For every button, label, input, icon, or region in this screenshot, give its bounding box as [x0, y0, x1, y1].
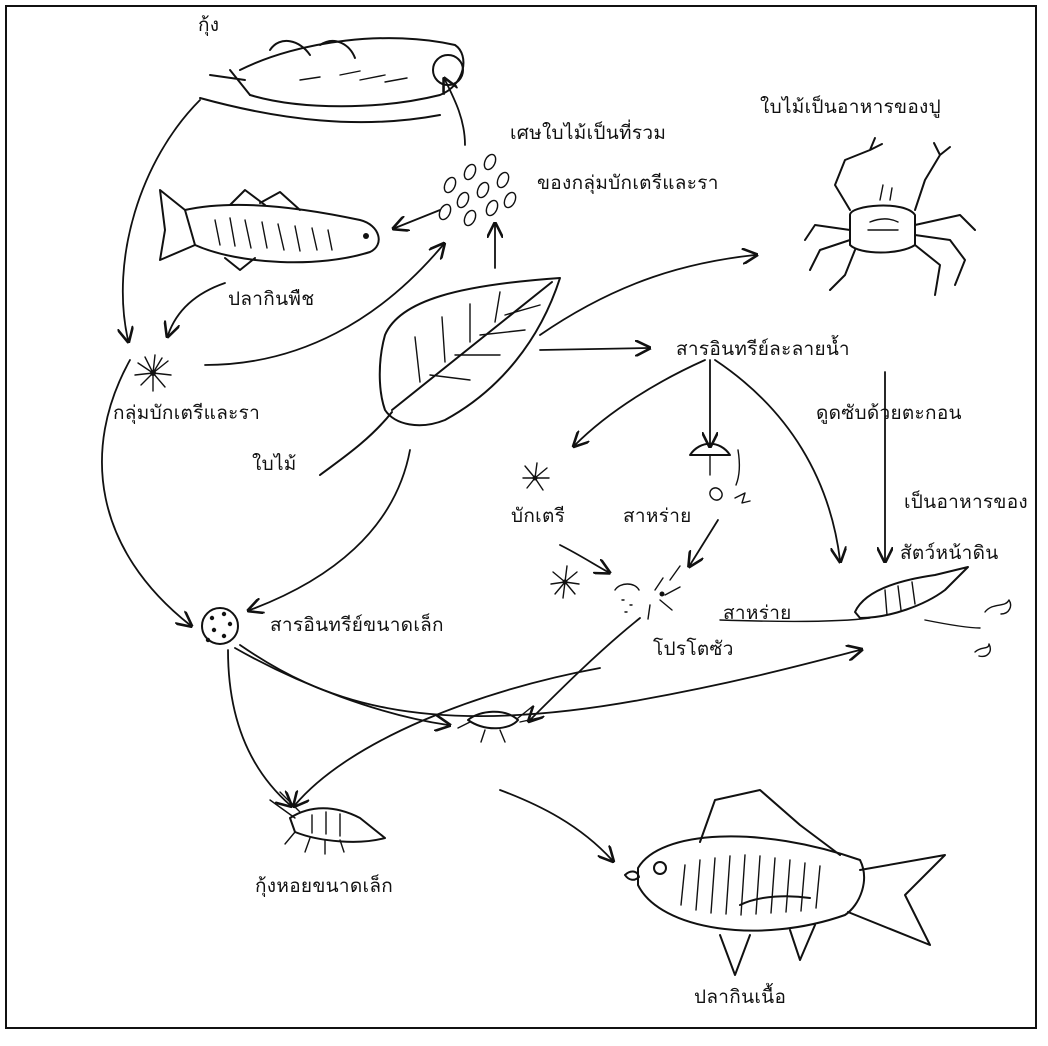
label-bacteria: บักเตรี — [511, 507, 565, 526]
label-small-shrimp-shellfish: กุ้งหอยขนาดเล็ก — [255, 877, 393, 896]
shrimp-drawing — [200, 38, 463, 122]
carnivore-fish-drawing — [625, 790, 945, 975]
leaf-litter-drawing — [437, 153, 518, 228]
label-algae-2: สาหร่าย — [723, 604, 792, 623]
bacteria-fungi-drawing — [135, 355, 171, 391]
label-protozoa: โปรโตซัว — [653, 640, 734, 659]
herbivore-fish-drawing — [160, 190, 379, 270]
label-leaf-litter: เศษใบไม้เป็นที่รวม — [510, 124, 666, 143]
small-shrimp-drawing — [270, 792, 385, 854]
label-crab-food: ใบไม้เป็นอาหารของปู — [760, 98, 941, 117]
label-food-for: เป็นอาหารของ — [904, 493, 1028, 512]
label-dissolved-organic: สารอินทรีย์ละลายน้ำ — [676, 340, 850, 359]
larva-drawing — [458, 706, 538, 742]
label-algae-1: สาหร่าย — [623, 507, 692, 526]
protozoa-drawing — [615, 566, 680, 619]
label-herbivore-fish: ปลากินพืช — [228, 290, 314, 309]
label-leaf: ใบไม้ — [252, 455, 297, 474]
crab-drawing — [805, 138, 975, 295]
label-small-organic: สารอินทรีย์ขนาดเล็ก — [270, 616, 444, 635]
small-bacteria-drawing — [523, 463, 579, 598]
arrows — [102, 80, 885, 860]
algae-drawing — [690, 444, 750, 503]
label-leaf-litter-2: ของกลุ่มบักเตรีและรา — [537, 174, 719, 193]
label-carnivore-fish: ปลากินเนื้อ — [694, 988, 786, 1007]
small-organic-drawing — [202, 608, 238, 644]
label-bacteria-fungi: กลุ่มบักเตรีและรา — [113, 404, 260, 423]
label-sediment-absorb: ดูดซับด้วยตะกอน — [816, 404, 962, 423]
label-shrimp: กุ้ง — [198, 16, 219, 35]
leaf-drawing — [320, 278, 560, 475]
label-benthic-animals: สัตว์หน้าดิน — [900, 544, 999, 563]
